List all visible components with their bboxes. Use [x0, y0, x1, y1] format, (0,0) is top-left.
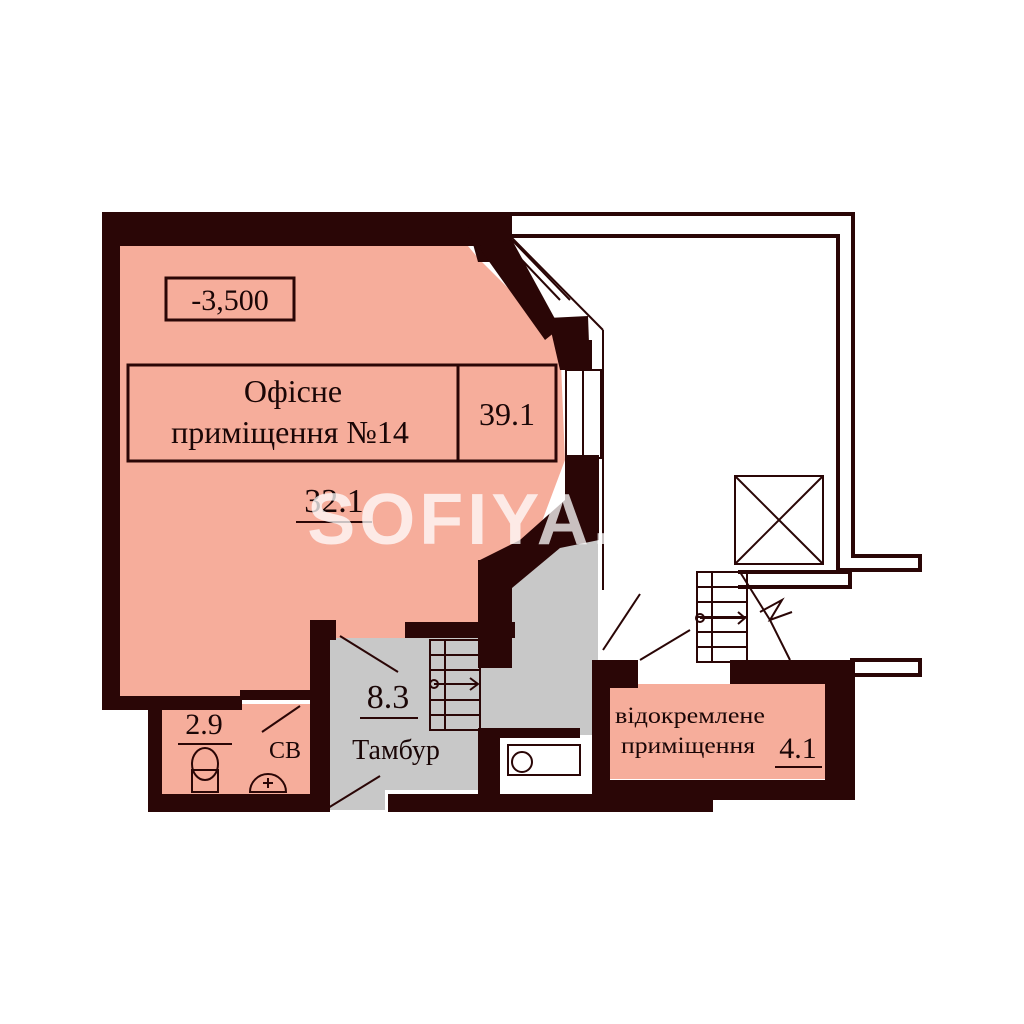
terrace-outline [511, 212, 922, 677]
wc-room [160, 704, 310, 794]
vestibule-area: 8.3 [367, 679, 410, 716]
wc-label: СВ [269, 738, 301, 764]
vestibule-label: Тамбур [352, 735, 440, 766]
stairs-icon [695, 571, 793, 663]
separate-room-area: 4.1 [779, 732, 817, 765]
office-name-line1: Офісне [244, 373, 342, 409]
separate-room-line2: приміщення [621, 733, 755, 758]
office-room-area: 32.1 [304, 483, 364, 520]
door-swings [261, 593, 691, 809]
bathtub-icon [507, 744, 581, 776]
walls [102, 212, 855, 812]
office-total-area: 39.1 [479, 396, 535, 432]
wc-area: 2.9 [185, 708, 223, 741]
level-mark-box [164, 276, 296, 322]
vestibule-room [328, 540, 598, 810]
office-name-line2: приміщення №14 [171, 414, 409, 450]
ventilation-shaft-icon [734, 475, 824, 565]
separate-room [607, 684, 825, 779]
separate-room-line1: відокремлене [615, 703, 765, 728]
washbasin-icon [248, 773, 288, 793]
office-name-table [126, 363, 558, 463]
toilet-icon [191, 747, 219, 793]
level-mark: -3,500 [191, 284, 269, 317]
watermark: SOFIYA. [307, 480, 616, 560]
office-room [118, 246, 565, 696]
vestibule-stairs-icon [429, 639, 481, 731]
